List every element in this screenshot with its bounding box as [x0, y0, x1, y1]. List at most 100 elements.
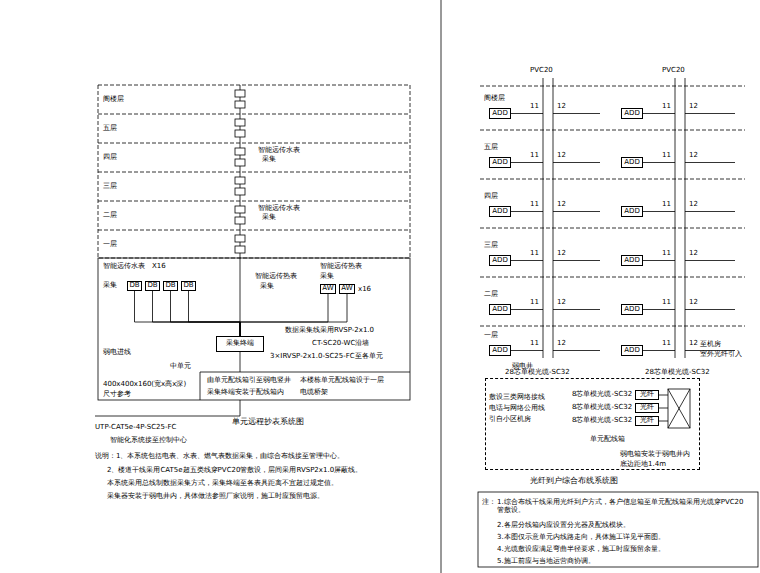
- drawing-label: 智能远传热表: [320, 262, 362, 270]
- box-label: ADD: [624, 159, 640, 167]
- floor-line: [480, 130, 745, 131]
- drawing-label: 敷设三类网络接线: [489, 393, 545, 401]
- drawing-label: 五层: [103, 124, 117, 132]
- drawing-label: 光纤到户综合布线系统图: [530, 476, 618, 485]
- box-label: ADD: [492, 208, 508, 216]
- box-label: ADD: [492, 257, 508, 265]
- drawing-label: 阁楼层: [484, 94, 505, 102]
- drawing-label: 11: [662, 339, 671, 347]
- drawing-label: 3.本图仅示意单元内线路走向，具体施工详见平面图。: [497, 533, 749, 541]
- box-label: ADD: [624, 110, 640, 118]
- drawing-label: 2、楼道干线采用CAT5e超五类线穿PVC20管敷设，层间采用RVSP2x1.0…: [107, 466, 427, 474]
- drawing-label: 中单元: [170, 362, 191, 370]
- notes-frame: [478, 492, 758, 567]
- right-panel: [478, 78, 758, 567]
- drawing-label: 11: [662, 298, 671, 306]
- box-label: 采集终端: [226, 340, 254, 348]
- equipment-box: DB: [127, 281, 142, 291]
- meter-symbol: [235, 217, 245, 224]
- equipment-box: DB: [163, 281, 178, 291]
- drawing-label: 注：: [482, 498, 496, 506]
- drawing-label: 12: [689, 298, 698, 306]
- drawing-label: 8芯单模光缆-SC32: [572, 403, 632, 411]
- box-label: AW: [322, 285, 333, 293]
- box-label: DB: [129, 282, 139, 290]
- drawing-label: 11: [530, 249, 539, 257]
- drawing-label: 2.各层分线箱内应设置分光器及配线模块。: [497, 521, 749, 529]
- splitter-cross: [668, 389, 690, 428]
- equipment-box: 光纤: [635, 416, 659, 426]
- riser-pipe: [685, 78, 686, 358]
- drawing-label: 采集器安装于弱电井内，具体做法参照厂家说明，施工时应预留电源。: [107, 492, 427, 500]
- drawing-label: 12: [689, 200, 698, 208]
- drawing-label: 5.施工前应与当地运营商协调。: [497, 557, 749, 565]
- drawing-label: 11: [530, 200, 539, 208]
- drawing-label: x16: [358, 285, 371, 293]
- drawing-label: 电话与网络公用线: [489, 404, 545, 412]
- riser-pipe: [543, 78, 544, 358]
- equipment-box: AW: [320, 284, 336, 294]
- drawing-label: 弱电箱安装于弱电井内: [620, 450, 690, 458]
- splitter-box: [668, 389, 690, 428]
- drawing-label: 12: [689, 339, 698, 347]
- riser-line: [240, 352, 241, 372]
- box-label: DB: [183, 282, 193, 290]
- equipment-box: ADD: [621, 255, 643, 266]
- drawing-label: 采集: [260, 282, 274, 290]
- floor-line: [98, 230, 410, 231]
- equipment-box: ADD: [621, 206, 643, 217]
- sheet-divider: [441, 0, 442, 573]
- drawing-label: 11: [530, 102, 539, 110]
- drawing-label: PVC20: [662, 66, 685, 74]
- drawing-label: 三层: [484, 241, 498, 249]
- equipment-box: ADD: [489, 157, 511, 168]
- meter-symbols: [235, 90, 245, 253]
- drawing-label: 400x400x160(宽x高x深): [103, 380, 186, 388]
- equipment-box: ADD: [489, 255, 511, 266]
- box-label: AW: [341, 285, 352, 293]
- data-bus-line: [135, 291, 241, 336]
- meter-symbol: [235, 130, 245, 137]
- box-label: 单元配线箱: [590, 436, 625, 444]
- drawing-label: 四层: [484, 192, 498, 200]
- drawing-label: 12: [557, 298, 566, 306]
- box-label: ADD: [624, 257, 640, 265]
- equipment-box: ADD: [489, 345, 511, 356]
- drawing-label: 12: [557, 200, 566, 208]
- box-label: 光纤: [640, 404, 654, 412]
- meter-symbol: [235, 206, 245, 213]
- floor-line: [98, 172, 410, 173]
- drawing-label: 智能远传水表: [103, 262, 145, 270]
- drawing-label: 8芯单模光缆-SC32: [572, 390, 632, 398]
- riser-pipe: [553, 78, 554, 358]
- meter-symbol: [235, 177, 245, 184]
- floor-frame: [98, 85, 410, 258]
- floor-line: [480, 86, 745, 87]
- note-frame: [200, 372, 201, 400]
- drawing-label: 12: [689, 102, 698, 110]
- drawing-label: 室外光纤引入: [700, 350, 742, 358]
- box-label: ADD: [492, 159, 508, 167]
- floor-line: [480, 228, 745, 229]
- box-label: ADD: [492, 306, 508, 314]
- drawing-label: 本系统采用总线制数据采集方式，采集终端至各表具距离不宜超过规定值。: [107, 479, 427, 487]
- equipment-box: AW: [339, 284, 355, 294]
- meter-symbol: [235, 119, 245, 126]
- drawing-label: 一层: [103, 240, 117, 248]
- equipment-frame: [98, 258, 410, 400]
- box-label: ADD: [624, 347, 640, 355]
- equipment-box: 采集终端: [216, 336, 264, 352]
- drawing-label: 二层: [484, 290, 498, 298]
- drawing-label: 11: [662, 200, 671, 208]
- box-label: ADD: [492, 347, 508, 355]
- note-frame: [200, 372, 410, 373]
- riser-pipe: [675, 78, 676, 358]
- drawing-label: 智能化系统接至控制中心: [110, 436, 187, 444]
- equipment-box: ADD: [489, 108, 511, 119]
- drawing-label: 至机房: [700, 340, 721, 348]
- box-label: ADD: [492, 110, 508, 118]
- drawing-label: 四层: [103, 153, 117, 161]
- drawing-label: 1.综合布线干线采用光纤到户方式，各户信息箱至单元配线箱采用光缆穿PVC20管敷…: [497, 498, 749, 515]
- cable-line: [95, 416, 240, 417]
- drawing-label: 尺寸参考: [103, 390, 131, 398]
